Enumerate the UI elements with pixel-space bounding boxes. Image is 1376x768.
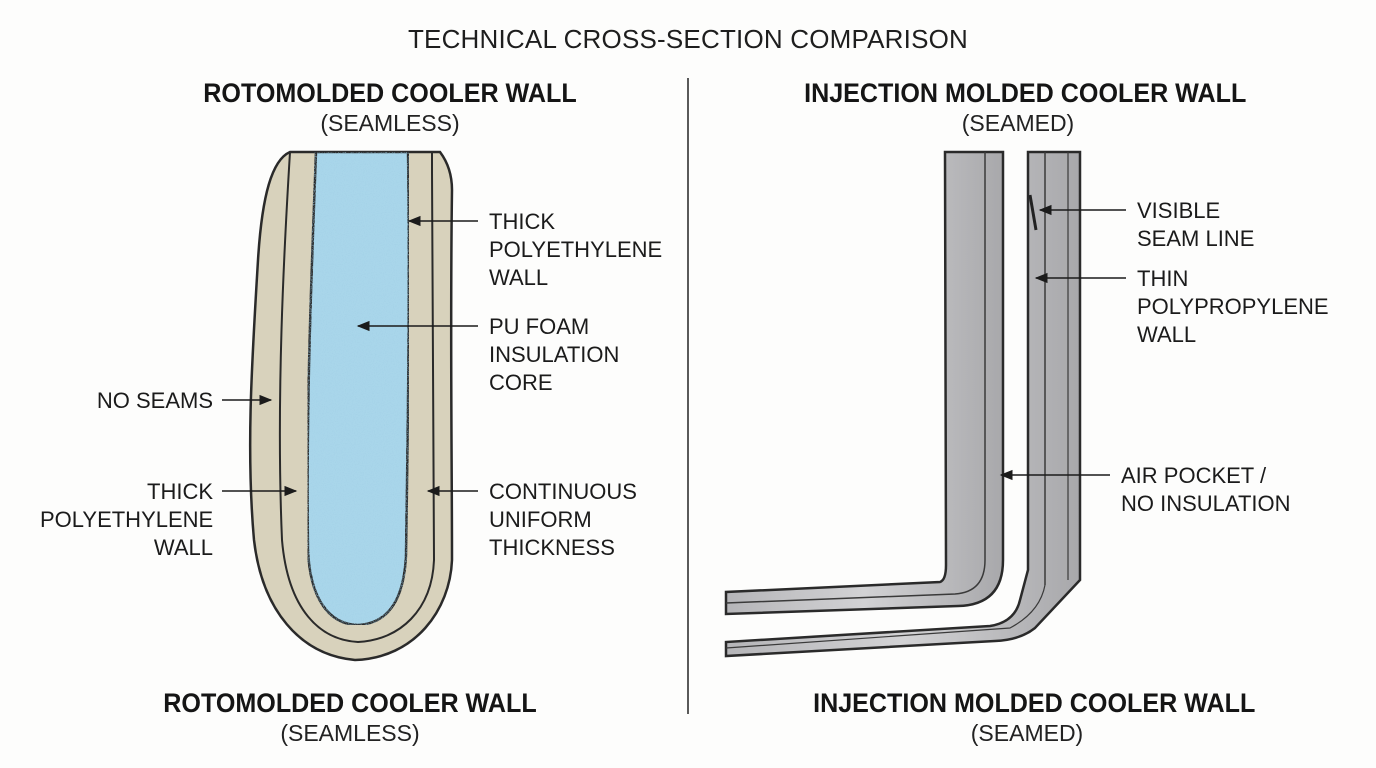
rotomolded-heading-top: ROTOMOLDED COOLER WALL [203,78,577,108]
injection-heading-top: INJECTION MOLDED COOLER WALL [804,78,1247,108]
foam-core [306,150,411,627]
seam-line [1028,194,1038,231]
injection-heading-bottom: INJECTION MOLDED COOLER WALL [813,688,1256,718]
panel-divider [687,78,689,714]
rotomolded-subheading-top: (SEAMLESS) [320,110,460,136]
leader-arrows-right [999,204,1126,481]
injection-subheading-bottom: (SEAMED) [970,720,1084,746]
inner-polypropylene-panel [724,150,1082,658]
rotomolded-subheading-bottom: (SEAMLESS) [280,720,420,746]
label-thin-polypropylene-wall: THIN POLYPROPYLENE WALL [1137,266,1329,347]
inner-shell-line [278,151,436,644]
page-title: TECHNICAL CROSS-SECTION COMPARISON [407,24,969,54]
label-thick-polyethylene-wall-left: THICK POLYETHYLENE WALL [40,479,214,560]
label-no-seams: NO SEAMS [96,388,213,413]
leader-arrows-left [222,215,478,497]
label-visible-seam-line: VISIBLE SEAM LINE [1137,198,1255,251]
outer-polypropylene-panel [724,150,1005,616]
injection-subheading-top: (SEAMED) [961,110,1075,136]
label-continuous-uniform-thickness: CONTINUOUS UNIFORM THICKNESS [489,479,637,560]
injection-wall-section [724,150,1082,658]
rotomolded-wall-section [248,150,454,662]
label-pu-foam-core: PU FOAM INSULATION CORE [489,314,620,395]
label-thick-polyethylene-wall-right: THICK POLYETHYLENE WALL [489,209,663,290]
rotomolded-heading-bottom: ROTOMOLDED COOLER WALL [163,688,537,718]
label-air-pocket: AIR POCKET / NO INSULATION [1121,463,1291,516]
